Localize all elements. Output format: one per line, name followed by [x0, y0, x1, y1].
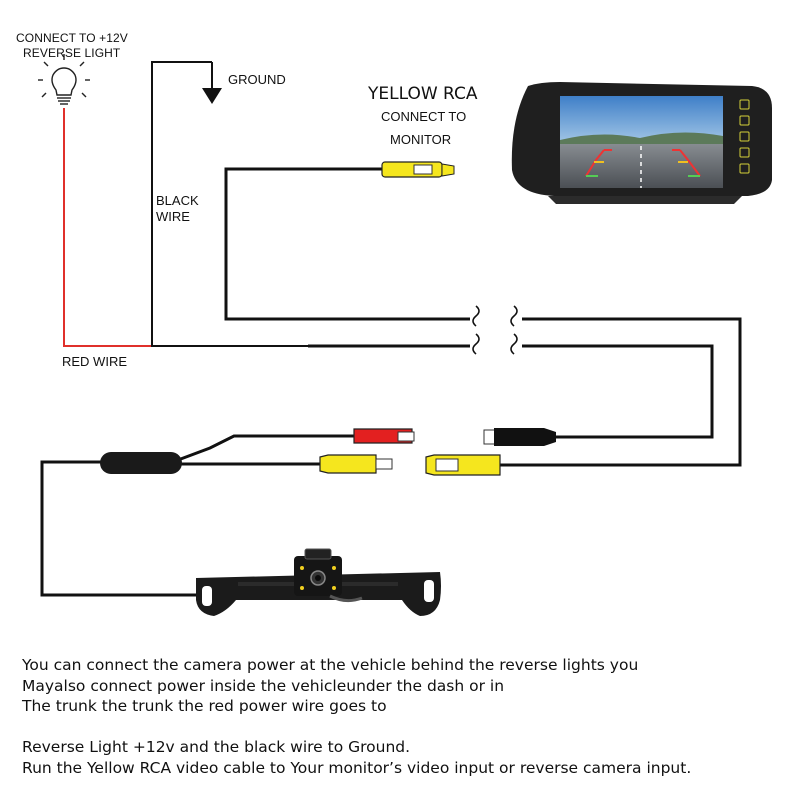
black-power-connector: [483, 428, 556, 446]
black-ground-wire: [151, 61, 308, 347]
inline-junction-box: [100, 452, 182, 474]
caption-line: The trunk the trunk the red power wire g…: [22, 697, 387, 715]
cable-break-marks: [472, 305, 518, 355]
red-power-wire: [63, 108, 308, 347]
red-power-connector: [353, 428, 415, 444]
monitor-buttons: [739, 99, 750, 174]
yellow-rca-extension-connector: [425, 454, 501, 476]
caption-line: Reverse Light +12v and the black wire to…: [22, 738, 411, 756]
monitor-video-cable: [224, 167, 470, 321]
black-wire-label-line1: BLACK: [156, 193, 199, 208]
caption-line: Mayalso connect power inside the vehicle…: [22, 676, 505, 695]
ground-arrow-icon: [202, 88, 222, 104]
power-source-label-line2: REVERSE LIGHT: [23, 46, 121, 60]
extension-cables: [500, 317, 742, 467]
instructions-caption: You can connect the camera power at the …: [22, 655, 792, 778]
power-source-label-line1: CONNECT TO +12V: [16, 31, 128, 45]
caption-line: [22, 717, 792, 738]
caption-line: You can connect the camera power at the …: [22, 656, 639, 674]
yellow-rca-monitor-connector: [381, 161, 455, 178]
yellow-rca-title: YELLOW RCA: [368, 84, 478, 104]
light-bulb-icon: [38, 54, 90, 105]
yellow-rca-camera-connector: [319, 454, 393, 474]
caption-line: Run the Yellow RCA video cable to Your m…: [22, 758, 692, 777]
yellow-rca-label-line3: MONITOR: [390, 132, 452, 147]
camera-harness: [40, 434, 354, 597]
monitor: [511, 82, 772, 204]
yellow-rca-label-line2: CONNECT TO: [381, 109, 467, 124]
red-wire-label: RED WIRE: [62, 354, 127, 369]
ground-label: GROUND: [228, 72, 286, 87]
license-plate-camera: [196, 548, 441, 616]
black-wire-label-line2: WIRE: [156, 209, 190, 224]
